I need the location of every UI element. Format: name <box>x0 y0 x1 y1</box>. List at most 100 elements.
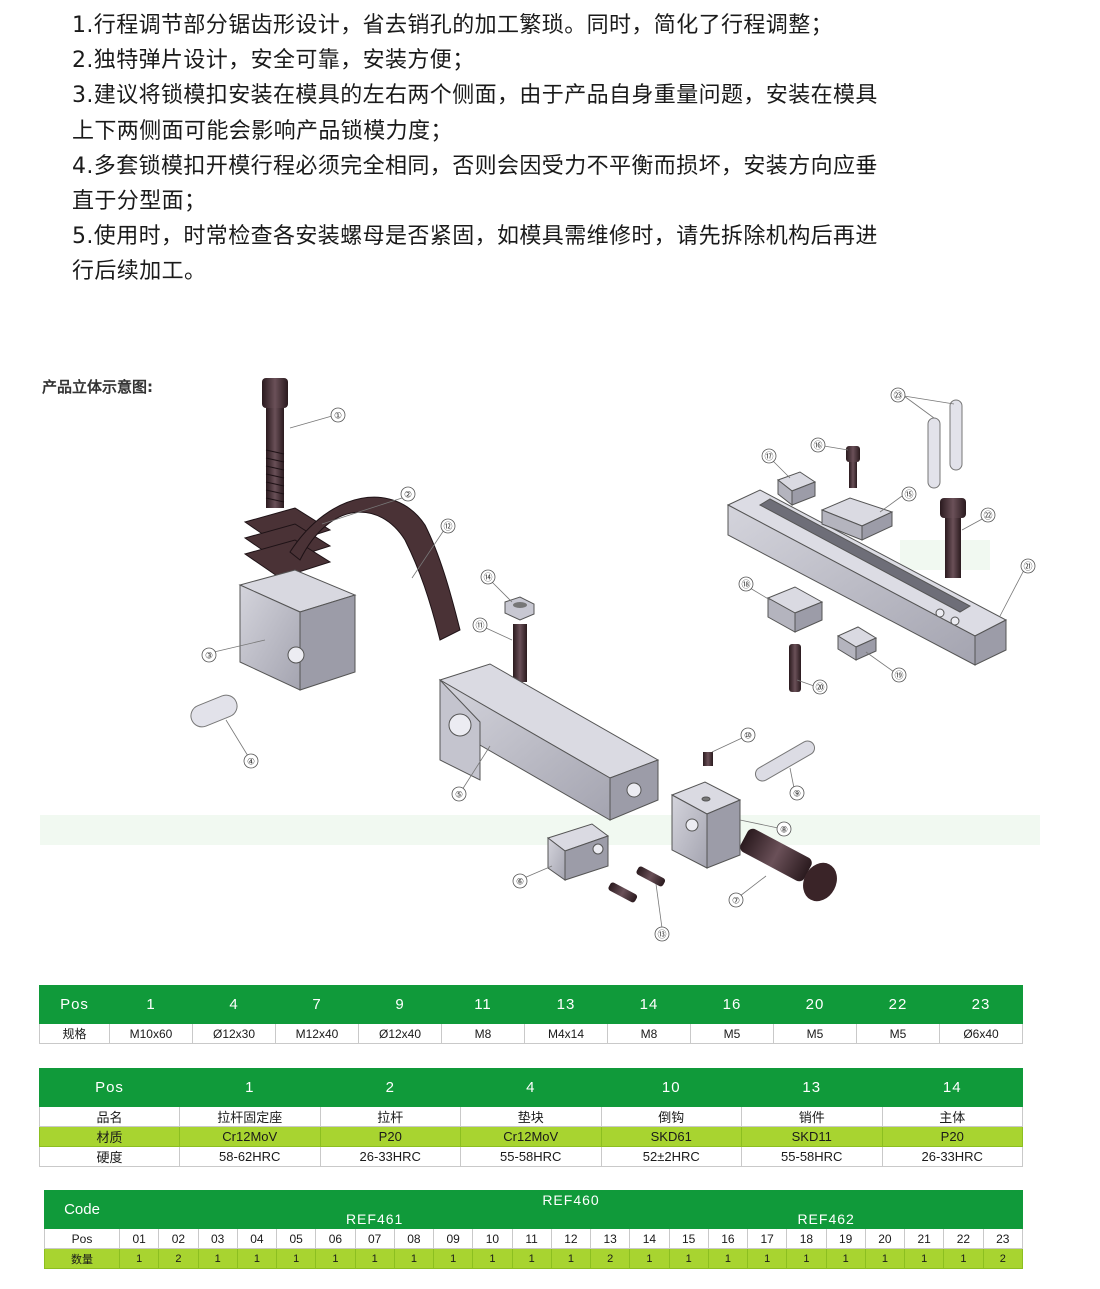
svg-text:⑳: ⑳ <box>815 683 824 694</box>
spec-pos-cell: 9 <box>358 985 442 1024</box>
material-cell: 销件 <box>741 1106 883 1127</box>
code-qty-cell: 1 <box>903 1248 945 1269</box>
code-pos-cell: 18 <box>786 1228 827 1249</box>
note-line: 3.建议将锁模扣安装在模具的左右两个侧面，由于产品自身重量问题，安装在模具 <box>72 83 878 109</box>
part-11-bolt <box>513 624 527 682</box>
callout-18: ⑱ <box>738 576 754 592</box>
spec-table-header-row: Pos 1 4 7 9 11 13 14 16 20 22 23 <box>39 985 1023 1024</box>
material-cell: 垫块 <box>460 1106 602 1127</box>
part-7-bolt <box>740 828 837 902</box>
spec-value-cell: M5 <box>690 1023 774 1044</box>
code-qty-cell: 1 <box>786 1248 827 1269</box>
note-line: 2.独特弹片设计，安全可靠，安装方便； <box>72 48 475 74</box>
code-pos-cell: 12 <box>550 1228 592 1249</box>
svg-text:⑪: ⑪ <box>475 621 484 632</box>
code-pos-cell: 04 <box>236 1228 278 1249</box>
code-pos-cell: 08 <box>393 1228 435 1249</box>
svg-text:①: ① <box>334 412 342 422</box>
material-cell: 拉杆 <box>319 1106 461 1127</box>
svg-text:⑨: ⑨ <box>793 790 801 800</box>
spec-value-cell: M8 <box>607 1023 691 1044</box>
spec-pos-cell: 14 <box>607 985 691 1024</box>
part-21-main-body <box>726 489 1008 666</box>
code-qty-cell: 1 <box>275 1248 317 1269</box>
code-qty-cell: 1 <box>393 1248 435 1269</box>
exploded-view-diagram: ① ② ③ ④ ⑤ ⑥ ⑦ ⑧ ⑨ ⑩ ⑪ ⑫ ⑬ ⑭ ⑮ ⑯ ⑰ ⑱ ⑲ ⑳ … <box>40 378 1040 942</box>
material-cell: 52±2HRC <box>600 1146 742 1167</box>
svg-text:③: ③ <box>205 652 213 662</box>
code-pos-cell: 23 <box>982 1228 1023 1249</box>
callout-3: ③ <box>201 647 217 663</box>
svg-text:⑲: ⑲ <box>894 671 903 682</box>
ref-462-header: REF462 <box>629 1209 1023 1229</box>
svg-text:⑧: ⑧ <box>780 826 788 836</box>
callout-12: ⑫ <box>440 518 456 534</box>
svg-text:㉒: ㉒ <box>983 511 992 522</box>
svg-text:⑮: ⑮ <box>904 490 913 501</box>
material-pos-cell: 2 <box>319 1068 461 1107</box>
svg-text:⑫: ⑫ <box>443 522 452 533</box>
code-qty-cell: 1 <box>668 1248 709 1269</box>
svg-text:⑰: ⑰ <box>764 452 773 463</box>
ref-460-header: REF460 <box>119 1190 1023 1210</box>
part-20-screw <box>789 644 801 692</box>
code-table-pos-row: Pos 01 02 03 04 05 06 07 08 09 10 11 12 … <box>44 1228 1023 1249</box>
svg-text:㉑: ㉑ <box>1023 562 1032 573</box>
code-pos-cell: 03 <box>197 1228 238 1249</box>
material-cell: SKD61 <box>600 1126 742 1147</box>
spec-value-cell: M8 <box>441 1023 525 1044</box>
spec-value-cell: M10x60 <box>109 1023 193 1044</box>
material-pos-cell: 1 <box>179 1068 321 1107</box>
note-line: 4.多套锁模扣开模行程必须完全相同，否则会因受力不平衡而损坏，安装方向应垂 <box>72 153 878 179</box>
code-pos-cell: 17 <box>746 1228 788 1249</box>
code-pos-cell: 20 <box>864 1228 906 1249</box>
callout-23: ㉓ <box>890 387 906 403</box>
material-cell: 55-58HRC <box>741 1146 883 1167</box>
code-qty-cell: 1 <box>825 1248 866 1269</box>
spec-value-cell: Ø12x40 <box>358 1023 442 1044</box>
code-pos-cell: 11 <box>511 1228 552 1249</box>
note-line: 5.使用时，时常检查各安装螺母是否紧固，如模具需维修时，请先拆除机构后再进 <box>72 224 878 250</box>
part-15-slider <box>820 497 894 541</box>
code-qty-cell: 1 <box>707 1248 749 1269</box>
callout-1: ① <box>330 407 346 423</box>
note-line: 1.行程调节部分锯齿形设计，省去销孔的加工繁琐。同时，简化了行程调整； <box>72 13 833 38</box>
spec-value-cell: Ø12x30 <box>192 1023 276 1044</box>
material-pos-cell: 10 <box>600 1068 742 1107</box>
code-qty-cell: 1 <box>315 1248 356 1269</box>
spec-value-cell: M5 <box>773 1023 857 1044</box>
material-row-name: 品名 拉杆固定座 拉杆 垫块 倒钩 销件 主体 <box>39 1106 1023 1127</box>
part-16-screw <box>846 446 860 488</box>
part-8-hook-block <box>670 781 742 869</box>
spec-value-cell: M12x40 <box>275 1023 359 1044</box>
code-qty-cell: 1 <box>511 1248 552 1269</box>
svg-text:⑱: ⑱ <box>741 580 750 591</box>
code-pos-cell: 22 <box>943 1228 984 1249</box>
callout-5: ⑤ <box>451 786 467 802</box>
part-9-pin <box>754 740 816 782</box>
code-qty-cell: 1 <box>118 1248 160 1269</box>
spec-pos-cell: 7 <box>275 985 359 1024</box>
material-table-header-row: Pos 1 2 4 10 13 14 <box>39 1068 1023 1107</box>
svg-text:⑥: ⑥ <box>516 878 524 888</box>
material-cell: Cr12MoV <box>460 1126 602 1147</box>
spec-pos-cell: 20 <box>773 985 857 1024</box>
code-pos-cell: 15 <box>668 1228 709 1249</box>
code-pos-cell: 16 <box>707 1228 749 1249</box>
part-2-spring-plates <box>243 507 332 579</box>
spec-pos-cell: 13 <box>524 985 608 1024</box>
material-cell: Cr12MoV <box>179 1126 321 1147</box>
svg-text:⑭: ⑭ <box>483 573 492 584</box>
part-14-nut <box>504 596 535 621</box>
spec-header-label: Pos <box>39 985 110 1024</box>
material-cell: 58-62HRC <box>179 1146 321 1167</box>
material-pos-cell: 4 <box>460 1068 602 1107</box>
code-qty-cell: 1 <box>197 1248 238 1269</box>
material-header-label: Pos <box>39 1068 180 1107</box>
svg-text:⑤: ⑤ <box>455 791 463 801</box>
part-6-pad <box>546 823 610 881</box>
code-qty-cell: 1 <box>746 1248 788 1269</box>
callout-13: ⑬ <box>654 926 670 942</box>
svg-text:②: ② <box>404 491 412 501</box>
callout-7: ⑦ <box>728 892 744 908</box>
